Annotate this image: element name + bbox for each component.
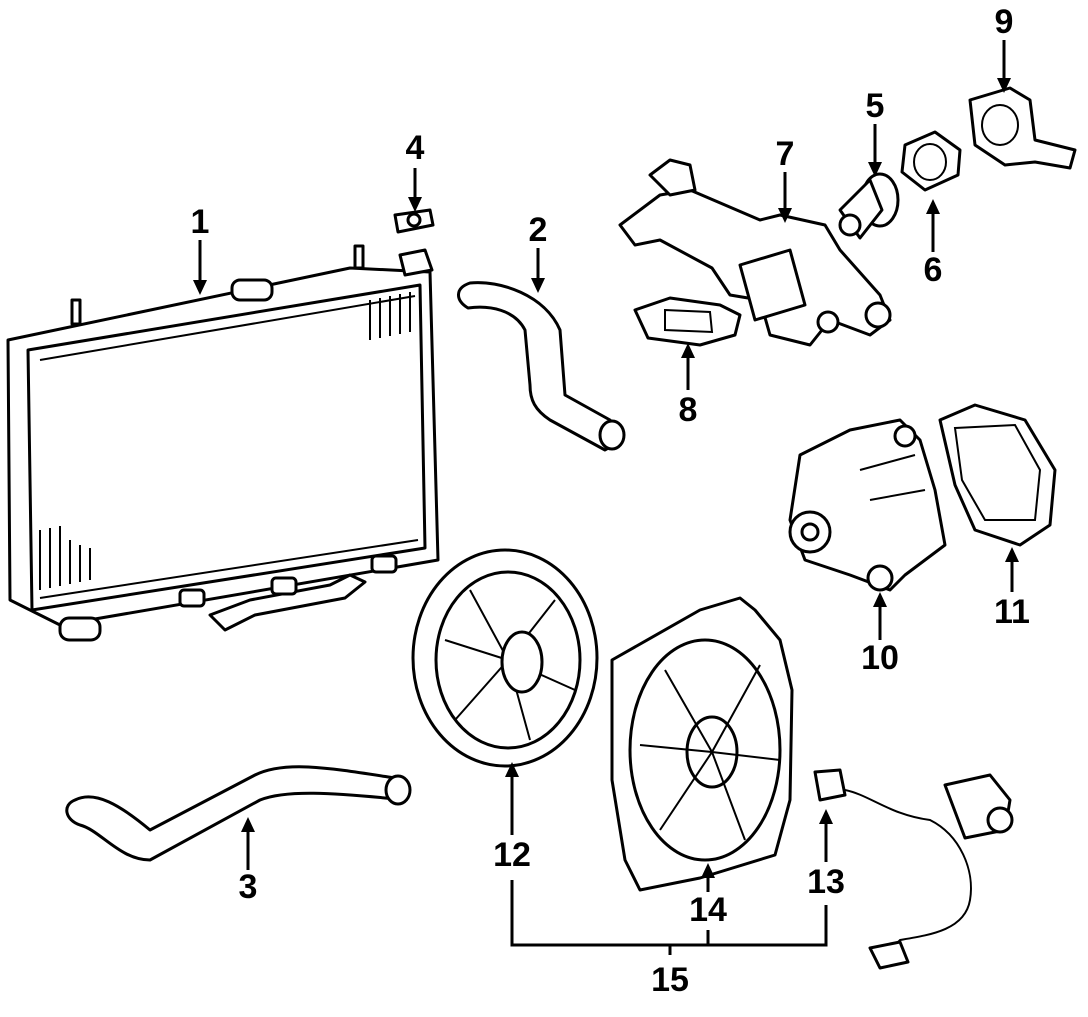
callout-3: 3 bbox=[238, 868, 258, 906]
upper-radiator-hose bbox=[457, 281, 626, 452]
thermostat-gasket bbox=[900, 130, 962, 192]
callout-7: 7 bbox=[775, 135, 795, 173]
water-inlet bbox=[968, 86, 1077, 170]
water-pump bbox=[788, 418, 947, 592]
cooling-fan-blade bbox=[411, 548, 599, 768]
water-pump-gasket bbox=[938, 403, 1057, 547]
callout-4: 4 bbox=[405, 129, 425, 167]
callout-15: 15 bbox=[651, 961, 689, 999]
callout-12: 12 bbox=[493, 836, 531, 874]
callout-5: 5 bbox=[865, 87, 885, 125]
fan-motor-harness bbox=[813, 768, 1014, 970]
housing-gasket bbox=[633, 296, 742, 347]
radiator bbox=[6, 244, 440, 642]
thermostat bbox=[838, 172, 900, 240]
radiator-cap bbox=[393, 208, 435, 277]
water-outlet-housing bbox=[618, 158, 892, 347]
lower-radiator-hose bbox=[65, 765, 412, 862]
leader-lines bbox=[193, 40, 1019, 955]
fan-shroud bbox=[610, 596, 794, 892]
callout-10: 10 bbox=[861, 639, 899, 677]
callout-14: 14 bbox=[689, 891, 727, 929]
callout-8: 8 bbox=[678, 391, 698, 429]
callout-6: 6 bbox=[923, 251, 943, 289]
callout-11: 11 bbox=[994, 593, 1030, 631]
callout-2: 2 bbox=[528, 211, 548, 249]
callout-1: 1 bbox=[190, 203, 210, 241]
callout-9: 9 bbox=[994, 3, 1014, 41]
callout-13: 13 bbox=[807, 863, 845, 901]
